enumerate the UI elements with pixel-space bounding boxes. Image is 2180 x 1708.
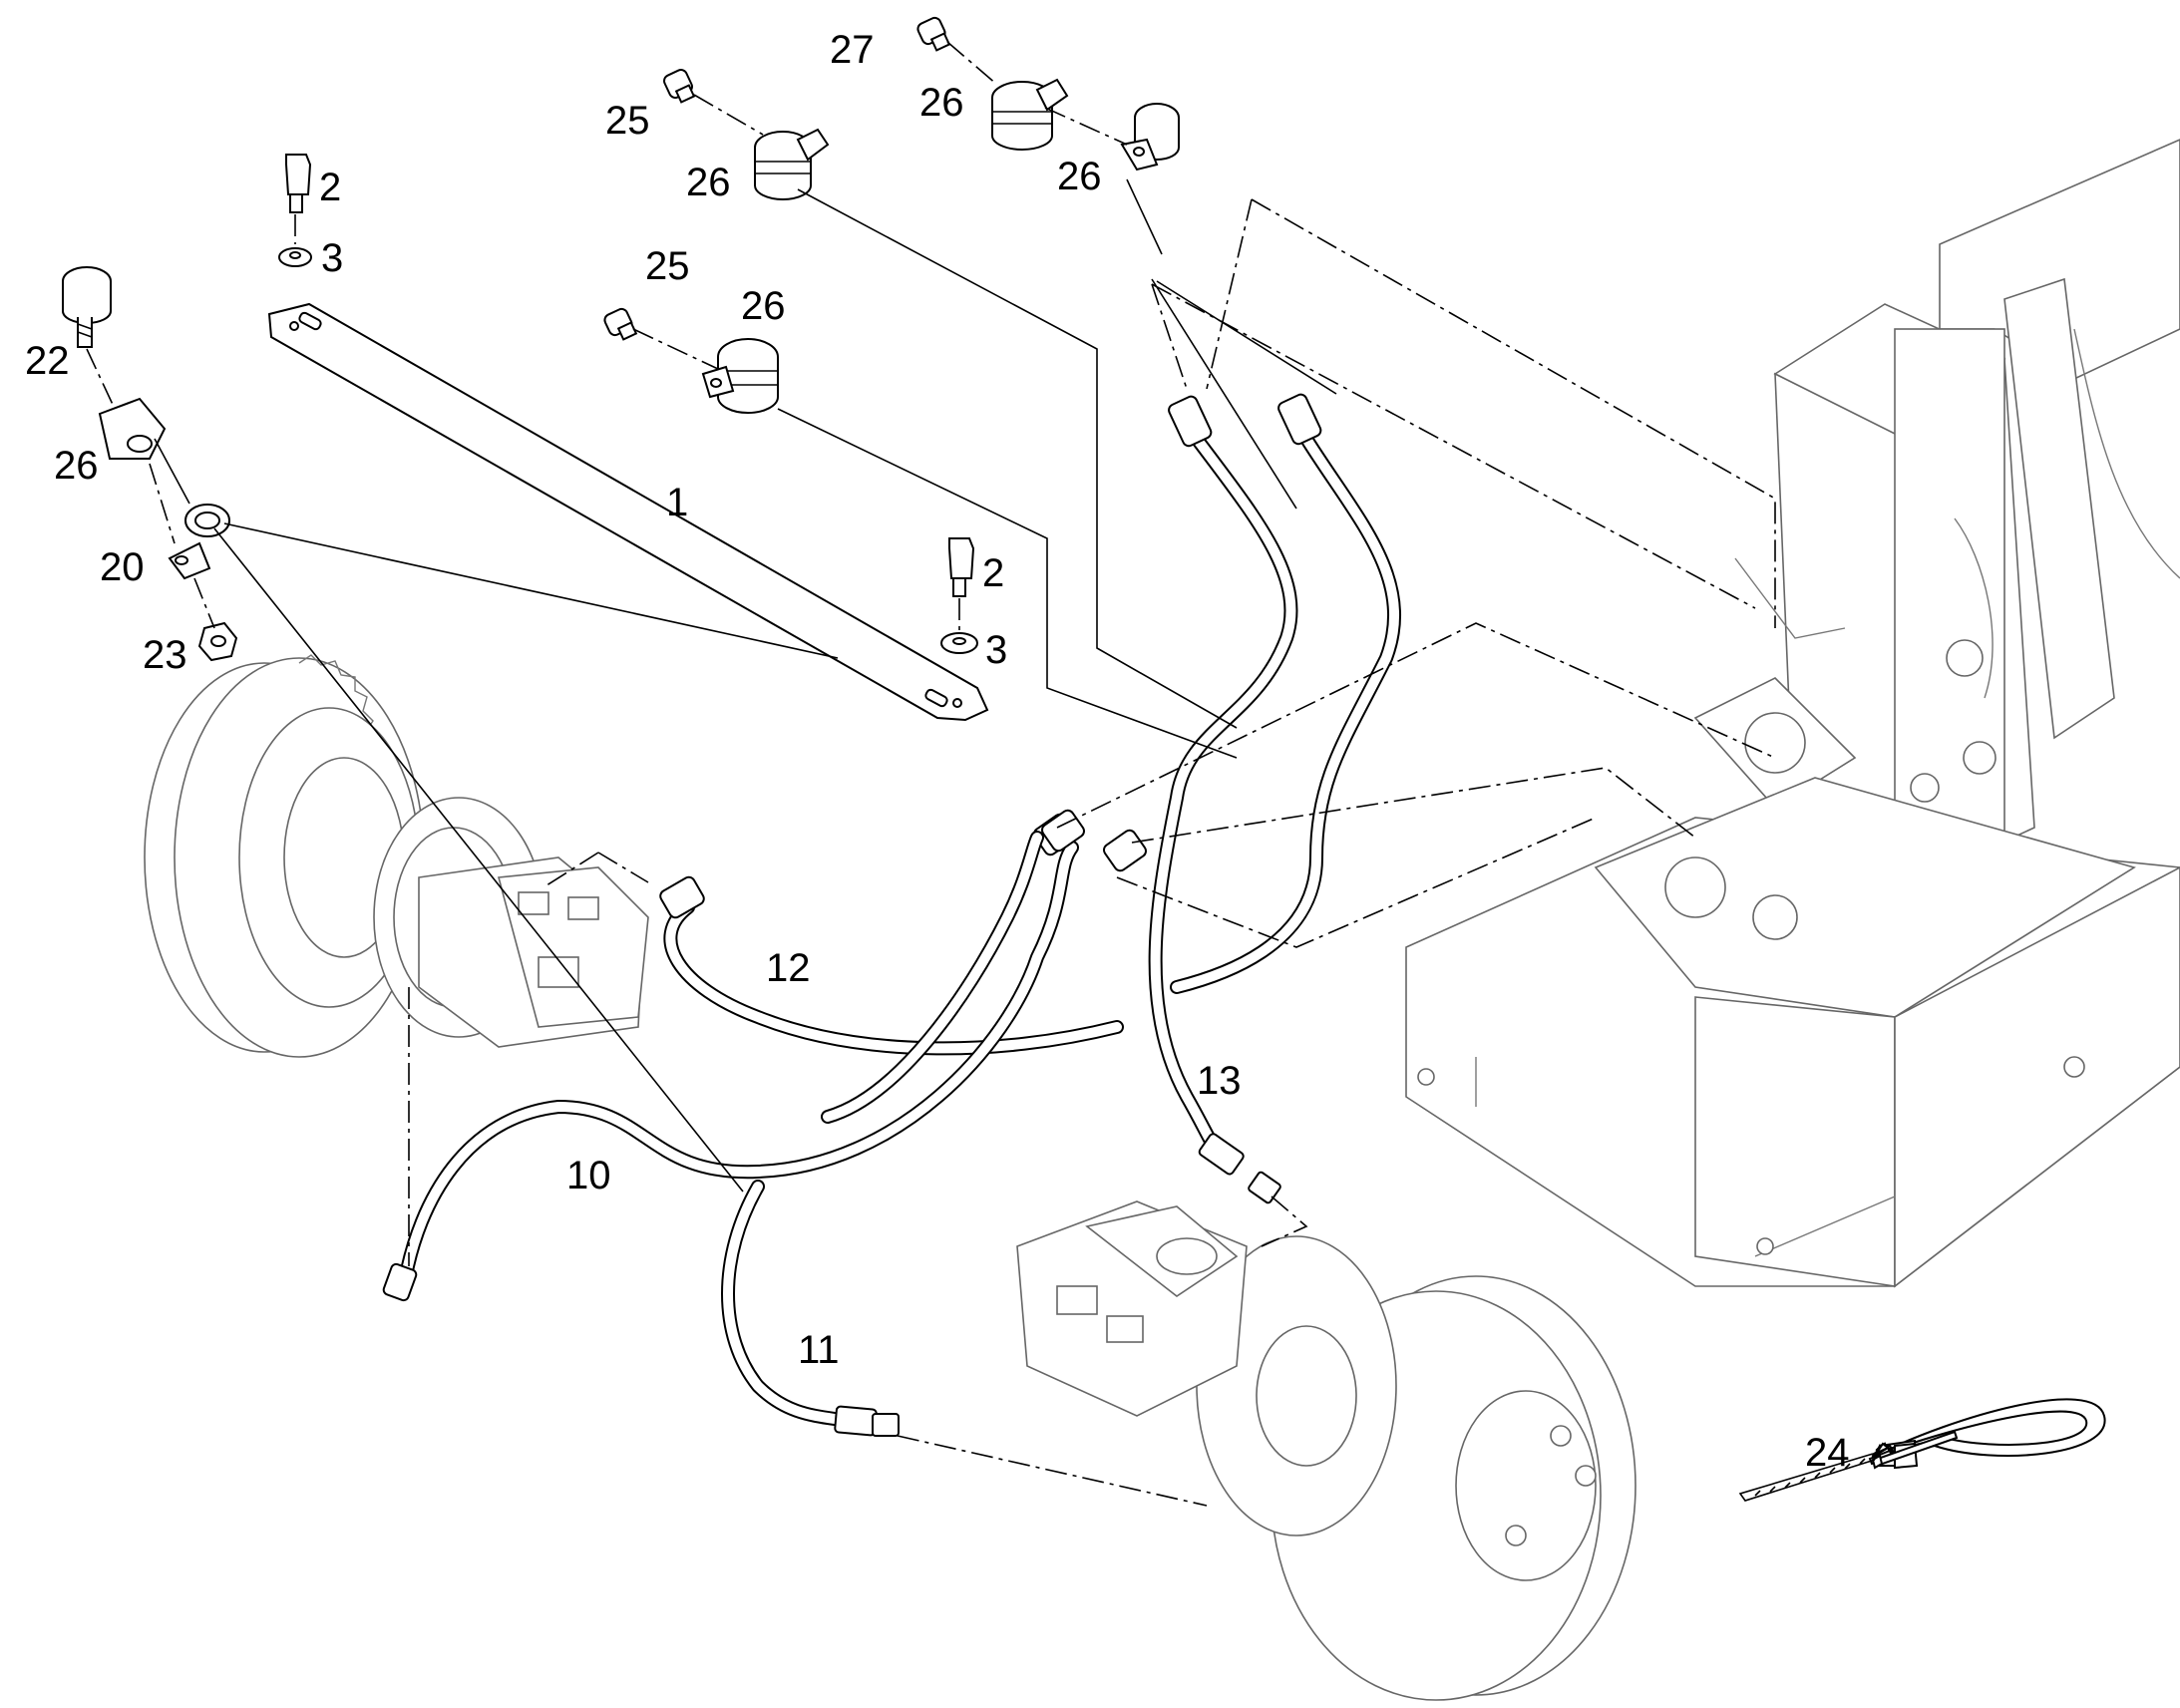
callout-26-left: 26 — [54, 444, 99, 488]
callout-22: 22 — [25, 339, 70, 383]
hose-13 — [1148, 395, 1298, 1204]
left-drive-motor — [144, 654, 649, 1058]
clamp-26-top-left — [754, 128, 830, 200]
hose-10 — [382, 813, 1079, 1302]
clamp-26-top-middle — [991, 78, 1069, 151]
bolt-22 — [62, 266, 112, 348]
callout-25-middle: 25 — [645, 244, 690, 288]
clamp-20 — [168, 504, 230, 580]
callout-26-top-right: 26 — [1057, 155, 1102, 198]
leader-lines — [154, 178, 1337, 1193]
bolt-2-lower — [948, 537, 975, 597]
callout-10: 10 — [566, 1154, 611, 1197]
callout-2-upper: 2 — [319, 166, 341, 209]
callout-2-lower: 2 — [982, 551, 1004, 595]
callout-labels: 1 2 2 3 3 10 11 12 13 20 22 23 24 25 25 … — [25, 28, 1850, 1475]
clamp-26-top-right — [1120, 103, 1180, 171]
callout-23: 23 — [143, 633, 187, 677]
hose-12 — [659, 875, 1124, 1056]
centerlines — [86, 41, 1776, 1507]
strap-bracket — [267, 302, 989, 722]
screw-27 — [916, 16, 951, 52]
callout-26-top-middle: 26 — [919, 81, 964, 125]
right-drive-motor — [1016, 1200, 1636, 1701]
cable-tie-24 — [1738, 1398, 2106, 1502]
screw-25-top — [663, 69, 696, 104]
callout-25-top: 25 — [605, 99, 650, 143]
callout-3-lower: 3 — [985, 628, 1007, 672]
callout-26-top-left: 26 — [686, 161, 731, 204]
callout-26-middle: 26 — [741, 284, 786, 328]
machine-frame — [1405, 139, 2180, 1288]
callout-1: 1 — [666, 481, 688, 524]
hose-upper-right — [1170, 393, 1402, 994]
callout-12: 12 — [766, 946, 811, 990]
callout-11: 11 — [798, 1328, 840, 1372]
clamp-26-middle — [701, 338, 779, 414]
callout-20: 20 — [100, 545, 145, 589]
screw-25-middle — [603, 307, 638, 341]
hose-inner — [821, 809, 1147, 1124]
callout-13: 13 — [1197, 1059, 1242, 1103]
clamp-26-left — [98, 397, 167, 460]
hose-11 — [721, 1180, 900, 1437]
callout-3-upper: 3 — [321, 236, 343, 280]
callout-24: 24 — [1805, 1431, 1850, 1475]
nut-23 — [197, 621, 238, 662]
bolt-2-upper — [285, 154, 312, 213]
callout-27: 27 — [830, 28, 875, 72]
